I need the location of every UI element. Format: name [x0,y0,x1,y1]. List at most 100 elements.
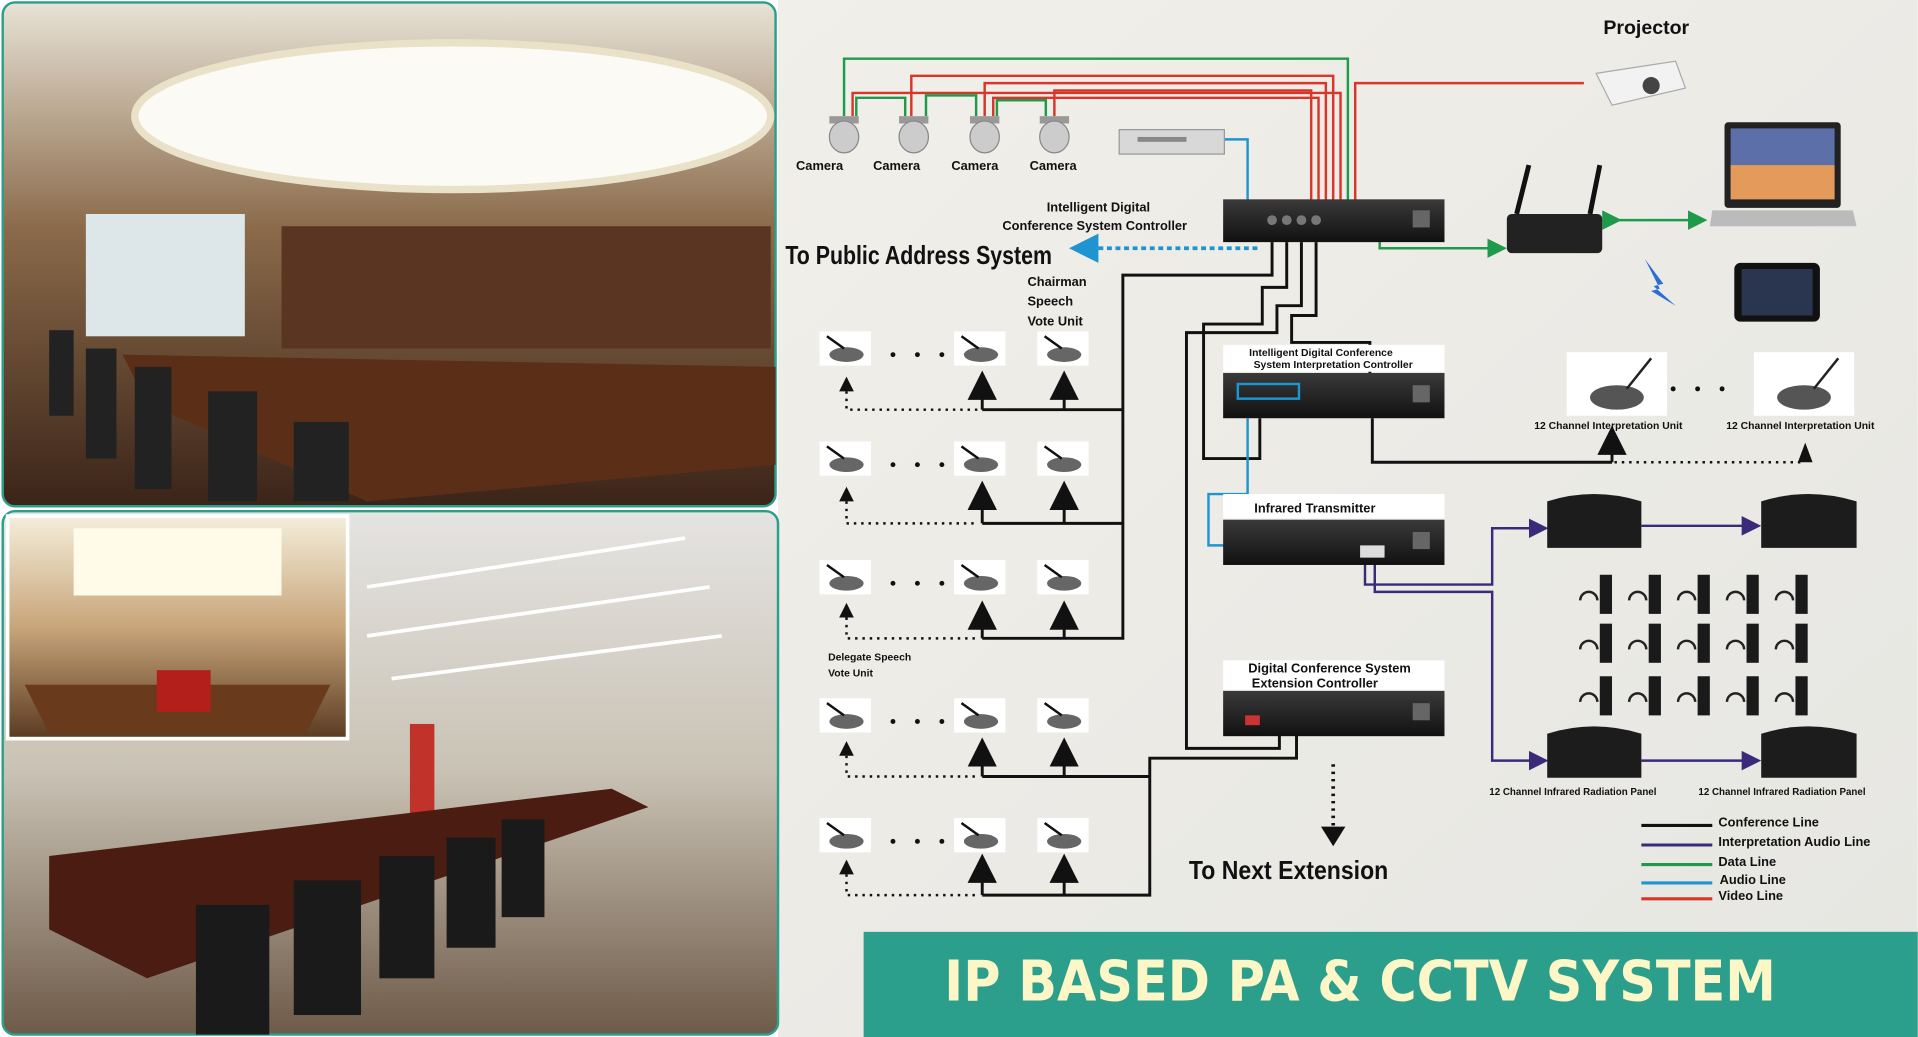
headphone-receiver-icon [1725,574,1759,614]
interpretation-unit [1753,352,1855,416]
speech-vote-unit-icon [954,560,1006,595]
legend-label: Data Line [1718,854,1776,869]
dvd-player-icon [1118,129,1225,155]
headphone-receiver-icon [1627,676,1661,716]
delegate-unit-label: Delegate Speech [828,652,911,663]
speech-vote-unit-icon [954,698,1006,733]
infrared-receivers [1578,574,1808,716]
infrared-transmitter-label: Infrared Transmitter [1254,500,1375,515]
infrared-transmitter [1223,519,1445,565]
camera-icon [969,116,1000,154]
speech-vote-unit-icon [819,818,871,853]
ellipsis-dots [1670,386,1725,392]
ellipsis-dot [939,352,945,358]
label-backdrop [1223,494,1445,519]
headphone-receiver-icon [1725,676,1759,716]
chairman-unit-label: Chairman [1027,274,1086,289]
ellipsis-dot [890,580,896,586]
headphone-receiver-icon [1725,623,1759,663]
conference-room-photo-top [1,1,777,508]
chairman-unit-label: Speech [1027,294,1073,309]
extension-controller [1223,690,1445,737]
interpretation-controller-label: Intelligent Digital Conference [1249,348,1393,359]
ellipsis-dot [890,352,896,358]
headphone-receiver-icon [1627,623,1661,663]
radiation-panel-label: 12 Channel Infrared Radiation Panel [1698,787,1865,798]
interpretation-audio-lines [1363,516,1762,771]
controller-label: Conference System Controller [1002,218,1187,233]
camera-label: Camera [951,158,999,173]
ellipsis-dot [914,719,920,724]
ellipsis-dot [890,838,896,844]
radiation-panel-icon [1761,726,1857,778]
headphone-receiver-icon [1578,623,1613,663]
ellipsis-dot [890,462,896,468]
ellipsis-dot [939,838,945,844]
speech-vote-unit-icon [1037,698,1089,733]
next-extension-label: To Next Extension [1189,857,1388,885]
speech-vote-unit-icon [954,331,1006,366]
speech-vote-unit-icon [819,331,871,366]
speech-vote-unit-icon [819,560,871,595]
label-backdrop [1223,344,1445,372]
conference-lines [967,242,1627,897]
camera-label: Camera [1030,158,1078,173]
headphone-receiver-icon [1774,574,1808,614]
extension-controller-label: Digital Conference System [1248,661,1411,676]
projector-icon [1595,60,1687,106]
radiation-panel-icon [1547,494,1642,548]
projector-label: Projector [1603,17,1689,39]
speech-vote-unit-icon [954,818,1006,853]
cameras: Camera Camera Camera Camera [796,116,1078,173]
legend-label: Conference Line [1718,815,1819,830]
tablet-icon [1734,262,1820,322]
public-address-label: To Public Address System [785,242,1052,270]
speech-vote-unit-icon [1037,818,1089,853]
speech-vote-unit-icon [1037,441,1089,476]
speech-vote-unit-icon [1037,560,1089,595]
radiation-panel-icon [1761,494,1857,548]
headphone-receiver-icon [1578,574,1613,614]
interpretation-unit-label: 12 Channel Interpretation Unit [1726,421,1875,432]
controller-label: Intelligent Digital [1047,200,1150,215]
interpretation-controller [1223,372,1445,419]
headphone-receiver-icon [1774,676,1808,716]
headphone-receiver-icon [1578,676,1613,716]
legend-label: Video Line [1718,888,1783,903]
video-lines [842,57,1584,216]
camera-icon [898,116,930,154]
legend-label: Interpretation Audio Line [1718,834,1870,849]
chairman-unit-label: Vote Unit [1027,313,1083,328]
interpretation-unit-label: 12 Channel Interpretation Unit [1534,421,1683,432]
speech-vote-unit-icon [819,441,871,476]
delegate-units [819,331,1089,853]
headphone-receiver-icon [1774,623,1808,663]
arrow-heads [839,376,1813,875]
ellipsis-dot [914,352,920,358]
radiation-panel-label: 12 Channel Infrared Radiation Panel [1489,787,1656,798]
ellipsis-dot [914,462,920,468]
legend: Conference Line Interpretation Audio Lin… [1641,815,1870,903]
camera-label: Camera [796,158,844,173]
camera-icon [1039,116,1070,154]
wireless-icon [1645,259,1676,306]
ellipsis-dot [914,838,920,844]
daisy-chain-lines [845,391,1806,897]
headphone-receiver-icon [1676,623,1710,663]
radiation-panel-icon [1547,726,1642,778]
headphone-receiver-icon [1676,676,1710,716]
ellipsis-dot [914,580,920,586]
extension-controller-label: Extension Controller [1252,675,1378,690]
speech-vote-unit-icon [819,698,871,733]
interpretation-controller-label: System Interpretation Controller [1254,360,1413,371]
ellipsis-dot [890,719,896,724]
camera-icon [828,116,860,154]
legend-label: Audio Line [1720,872,1786,887]
laptop-icon [1709,122,1857,227]
headphone-receiver-icon [1627,574,1661,614]
radiation-panels [1547,494,1857,778]
router-icon [1506,164,1603,254]
conference-room-photo-inset [5,514,350,741]
interpretation-unit [1566,352,1668,416]
